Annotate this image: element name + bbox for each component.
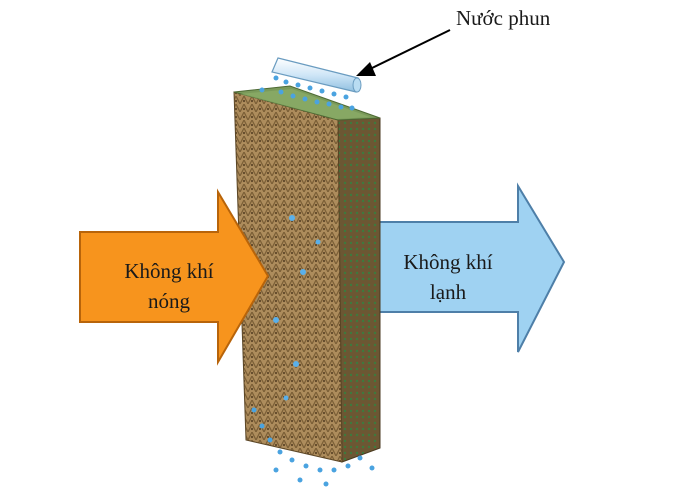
hot-air-label-line1: Không khí	[124, 259, 214, 283]
spray-pointer-arrow	[356, 29, 451, 76]
cold-air-arrow	[377, 182, 566, 353]
water-droplets-pad	[273, 215, 321, 401]
hot-air-label: Không khí nóng	[100, 256, 238, 316]
spray-water-label: Nước phun	[456, 6, 551, 30]
hot-air-label-line2: nóng	[148, 289, 190, 313]
cold-air-label-line1: Không khí	[403, 250, 493, 274]
hot-air-arrow	[79, 188, 270, 366]
water-droplets-bottom	[251, 407, 375, 487]
cold-air-label-line2: lạnh	[429, 280, 467, 304]
spray-nozzle-pipe	[271, 57, 362, 93]
cold-air-label: Không khí lạnh	[392, 247, 504, 307]
water-droplets-top	[259, 75, 355, 111]
cooling-pad-side	[337, 117, 381, 463]
